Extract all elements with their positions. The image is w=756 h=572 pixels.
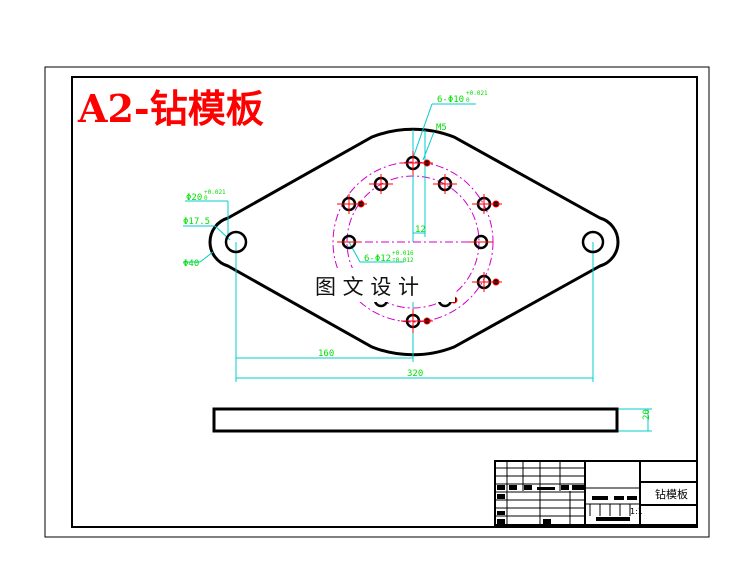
dim-dia17-5: Φ17.5 [183,217,210,227]
dim-hole-6x10: 6-Φ10 [437,95,464,105]
dim-tol: +0.016 [392,250,414,257]
dim-hole-6x12: 6-Φ12- [364,254,397,264]
hole-left [224,230,248,254]
dimension-labels: 6-Φ10 +0.021 0 M5 12 6-Φ12- +0.016 -0.01… [183,90,652,420]
hole-right [581,230,605,254]
plate-outline [208,127,620,357]
dim-tol: 0 [204,195,208,202]
dim-tol: -0.012 [392,257,414,264]
dim-320: 320 [407,369,423,379]
dim-offset: 12 [415,225,426,235]
part-name: 钻模板 [655,487,688,501]
dim-160: 160 [318,349,334,359]
dim-dia20: Φ20 [186,193,202,203]
drawing-title: A2-钻模板 [77,86,264,131]
dim-dia40: Φ40 [183,259,199,269]
dimension-lines [183,103,652,432]
scale: 1:1 [630,507,643,516]
dim-thread: M5 [436,123,447,133]
watermark: 图 文 设 计 [315,275,419,299]
title-block [494,460,698,526]
dim-thickness: 20 [642,409,652,420]
dim-tol: +0.021 [204,189,226,196]
sheet-border [44,66,710,538]
watermark-bg [305,268,455,302]
dim-tol: +0.021 [466,90,488,97]
dim-tol: 0 [466,97,470,104]
drawing-frame [71,76,698,528]
side-view [212,407,619,433]
